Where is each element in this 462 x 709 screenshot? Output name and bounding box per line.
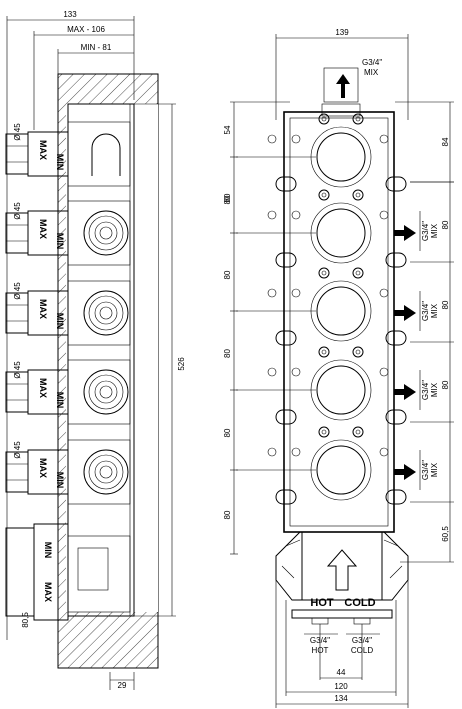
outlet-size: G3/4" <box>421 380 430 400</box>
outlet-label: MIX <box>430 462 439 477</box>
dim-spacing: 80 <box>223 195 232 204</box>
dim-min-depth: MIN - 81 <box>81 43 112 52</box>
dim-height: 526 <box>177 357 186 371</box>
dim-right-spacing: 80 <box>441 220 450 229</box>
max-label: MAX <box>38 458 48 478</box>
max-label: MAX <box>38 219 48 239</box>
dim-right-bottom: 60,5 <box>441 526 450 542</box>
dim-spacing: 80 <box>223 193 232 202</box>
dim-spacing: 80 <box>223 270 232 279</box>
left-cartridge: Ø 45 MAX MIN <box>5 200 131 266</box>
inlet-arrow <box>326 549 358 591</box>
min-label: MIN <box>55 233 65 250</box>
dim-spacing: 80 <box>223 510 232 519</box>
dim-inlet-spacing: 44 <box>337 668 346 677</box>
dim-top-offset: 54 <box>223 125 232 134</box>
dim-right-spacing: 80 <box>441 300 450 309</box>
min-label: MIN <box>43 542 53 559</box>
dim-spacing: 80 <box>223 349 232 358</box>
outlet-arrow <box>394 305 416 321</box>
hot-size: G3/4" <box>310 636 330 645</box>
max-label: MAX <box>38 378 48 398</box>
left-inlet: MIN MAX <box>5 523 131 621</box>
max-label: MAX <box>43 582 53 602</box>
hot-label: HOT <box>310 597 334 609</box>
front-cartridge <box>236 189 407 268</box>
min-label: MIN <box>55 472 65 489</box>
side-outlet: G3/4"MIX <box>394 450 439 490</box>
min-label: MIN <box>55 154 65 171</box>
dim-right-top: 84 <box>441 137 450 146</box>
front-cartridge <box>236 346 407 425</box>
outlet-label: MIX <box>430 303 439 318</box>
dim-total-width-front: 134 <box>334 694 348 703</box>
outlet-size: G3/4" <box>421 301 430 321</box>
cold-size: G3/4" <box>352 636 372 645</box>
outlet-label: MIX <box>430 223 439 238</box>
top-outlet-label: MIX <box>364 68 379 77</box>
min-label: MIN <box>55 313 65 330</box>
left-cartridge: Ø 45 MAX MIN <box>5 280 131 346</box>
dim-total-width: 133 <box>63 10 77 19</box>
diameter-label: Ø 45 <box>13 441 22 459</box>
top-outlet-arrow <box>336 74 350 98</box>
diameter-label: Ø 45 <box>13 282 22 300</box>
top-outlet-size: G3/4" <box>362 58 382 67</box>
outlet-label: MIX <box>430 382 439 397</box>
outlet-arrow <box>394 225 416 241</box>
outlet-arrow <box>394 384 416 400</box>
max-label: MAX <box>38 140 48 160</box>
outlet-arrow <box>394 464 416 480</box>
diameter-label: Ø 45 <box>13 361 22 379</box>
side-outlet: G3/4"MIX <box>394 211 439 251</box>
side-outlet: G3/4"MIX <box>394 291 439 331</box>
inlet-bracket <box>275 531 409 601</box>
left-cartridge: Ø 45 MAX MIN <box>5 121 131 187</box>
left-cartridge: Ø 45 MAX MIN <box>5 439 131 505</box>
diameter-label: Ø 45 <box>13 123 22 141</box>
hot-sub: HOT <box>312 646 329 655</box>
dim-wall: 29 <box>118 681 127 690</box>
side-outlet: G3/4"MIX <box>394 370 439 410</box>
outlet-size: G3/4" <box>421 460 430 480</box>
dim-top-width: 139 <box>335 28 349 37</box>
dim-bottom: 80,5 <box>21 612 30 628</box>
front-cartridge <box>236 426 407 505</box>
diameter-label: Ø 45 <box>13 202 22 220</box>
cold-sub: COLD <box>351 646 373 655</box>
left-cartridge: Ø 45 MAX MIN <box>5 359 131 425</box>
outlet-size: G3/4" <box>421 221 430 241</box>
front-cartridge <box>236 267 407 346</box>
dim-body-width: 120 <box>334 682 348 691</box>
dim-max-depth: MAX - 106 <box>67 25 105 34</box>
front-cartridge <box>236 113 407 192</box>
dim-right-spacing: 80 <box>441 380 450 389</box>
cold-label: COLD <box>344 597 375 609</box>
valve-body-front <box>283 111 395 533</box>
min-label: MIN <box>55 392 65 409</box>
max-label: MAX <box>38 299 48 319</box>
dim-spacing: 80 <box>223 428 232 437</box>
